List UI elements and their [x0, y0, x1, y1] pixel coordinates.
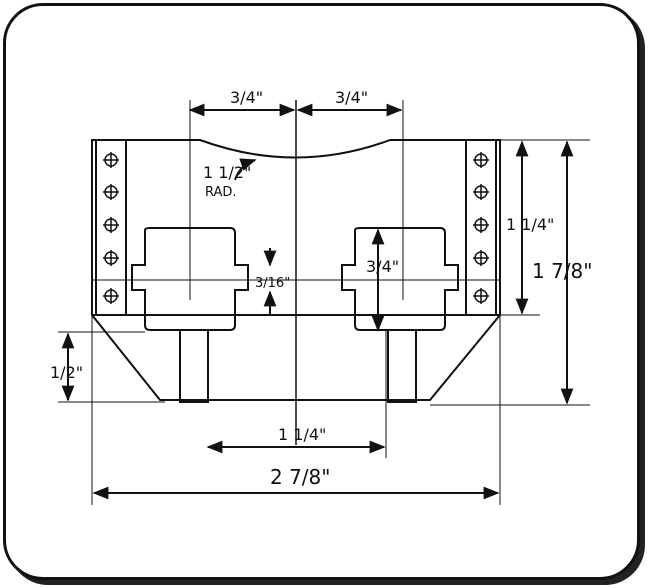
label-top-left: 3/4"	[230, 88, 263, 107]
label-radius: 1 1/2"	[203, 163, 251, 182]
label-total-height: 1 7/8"	[532, 259, 592, 283]
label-left-leg: 1/2"	[50, 363, 83, 382]
right-rail	[465, 139, 497, 316]
label-center-width: 1 1/4"	[278, 425, 326, 444]
left-leg	[179, 329, 209, 403]
right-leg	[387, 329, 417, 403]
label-total-width: 2 7/8"	[270, 465, 330, 489]
right-block	[341, 227, 459, 331]
label-rad: RAD.	[205, 185, 237, 200]
left-rail	[95, 139, 127, 316]
label-right-height: 1 1/4"	[506, 215, 554, 234]
radius-leader	[234, 158, 257, 181]
label-inner-height: 3/4"	[366, 257, 399, 276]
left-block	[131, 227, 249, 331]
label-top-right: 3/4"	[335, 88, 368, 107]
rail-holes	[103, 152, 489, 304]
label-slot-gap: 3/16"	[255, 276, 290, 291]
